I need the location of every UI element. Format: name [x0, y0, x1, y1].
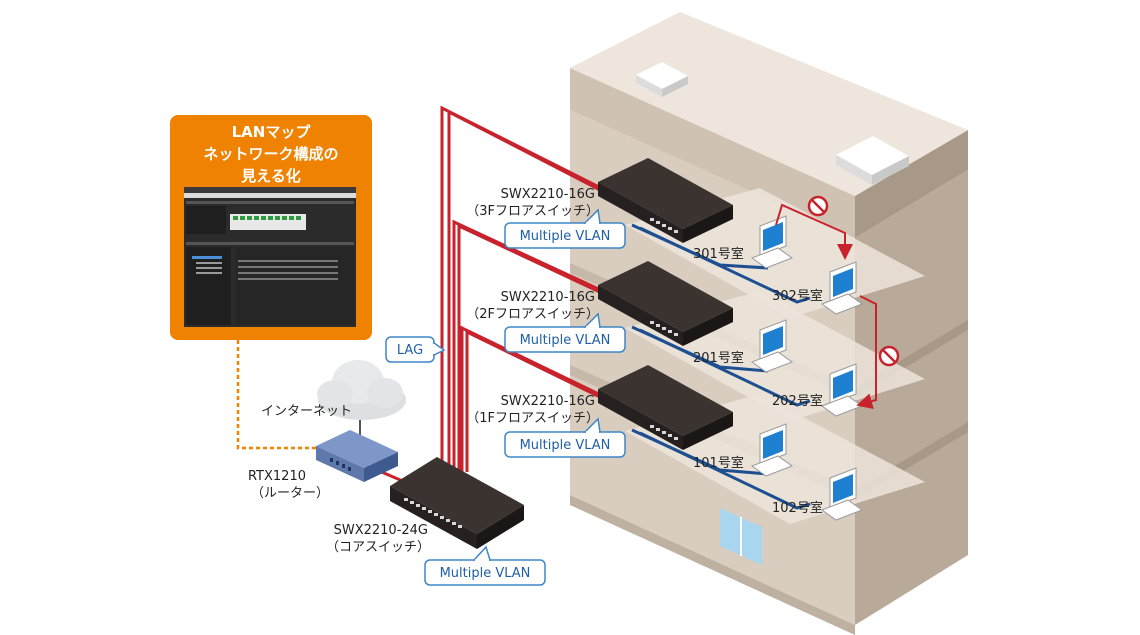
callout-2f-text: Multiple VLAN [520, 333, 611, 348]
floor-switch-3f-model: SWX2210-16G [501, 187, 595, 202]
laptop-icon [750, 319, 794, 373]
lag-label: LAG [397, 343, 423, 358]
floor-switch-1f [598, 365, 733, 450]
laptop-icon [820, 261, 864, 315]
callout-3f-text: Multiple VLAN [520, 229, 611, 244]
floor-switch-1f-model: SWX2210-16G [501, 394, 595, 409]
lanmap-title-line3: 見える化 [240, 167, 301, 185]
callout-3f: Multiple VLAN [504, 208, 626, 249]
no-entry-icon [878, 345, 900, 367]
callout-lag: LAG [385, 336, 446, 363]
laptop-icon [820, 363, 864, 417]
rooftop-unit [636, 62, 688, 97]
callout-core-text: Multiple VLAN [440, 566, 531, 581]
room-label-301: 301号室 [693, 246, 744, 262]
room-label-302: 302号室 [772, 288, 823, 304]
callout-2f: Multiple VLAN [504, 312, 626, 353]
blue-access-cables [631, 223, 811, 510]
core-switch-model: SWX2210-24G [334, 523, 428, 538]
lanmap-screenshot [184, 187, 356, 327]
floor-switch-2f [598, 261, 733, 346]
laptop-icon [750, 215, 794, 269]
core-switch-role: （コアスイッチ） [326, 540, 430, 555]
laptop-icon [750, 423, 794, 477]
room-label-201: 201号室 [693, 350, 744, 366]
red-uplink-cables [364, 105, 606, 484]
router-model: RTX1210 [248, 469, 306, 484]
callout-1f-text: Multiple VLAN [520, 438, 611, 453]
lanmap-panel: LANマップ ネットワーク構成の 見える化 [170, 115, 372, 340]
floor-switch-3f [598, 158, 733, 243]
lanmap-title-line2: ネットワーク構成の [203, 145, 338, 163]
building [570, 12, 968, 635]
room-label-202: 202号室 [772, 393, 823, 409]
floor-switch-3f-role: （3Fフロアスイッチ） [466, 204, 599, 219]
entrance-door [720, 508, 762, 565]
router-role: （ルーター） [251, 486, 329, 501]
no-entry-icon [807, 195, 829, 217]
floor-switch-2f-role: （2Fフロアスイッチ） [466, 307, 599, 322]
laptop-icon [820, 467, 864, 521]
router-icon [316, 430, 398, 482]
blocked-arrows [775, 203, 877, 409]
room-label-102: 102号室 [772, 500, 823, 516]
lanmap-title-line1: LANマップ [232, 123, 312, 141]
core-switch-icon [390, 457, 524, 549]
rooftop-unit [836, 136, 909, 185]
management-link [236, 340, 318, 450]
internet-label: インターネット [261, 404, 352, 419]
floor-switch-2f-model: SWX2210-16G [501, 290, 595, 305]
room-label-101: 101号室 [693, 455, 744, 471]
floor-switch-1f-role: （1Fフロアスイッチ） [466, 411, 599, 426]
callout-1f: Multiple VLAN [504, 417, 626, 458]
callout-core: Multiple VLAN [424, 545, 546, 586]
cloud-icon [317, 360, 406, 420]
